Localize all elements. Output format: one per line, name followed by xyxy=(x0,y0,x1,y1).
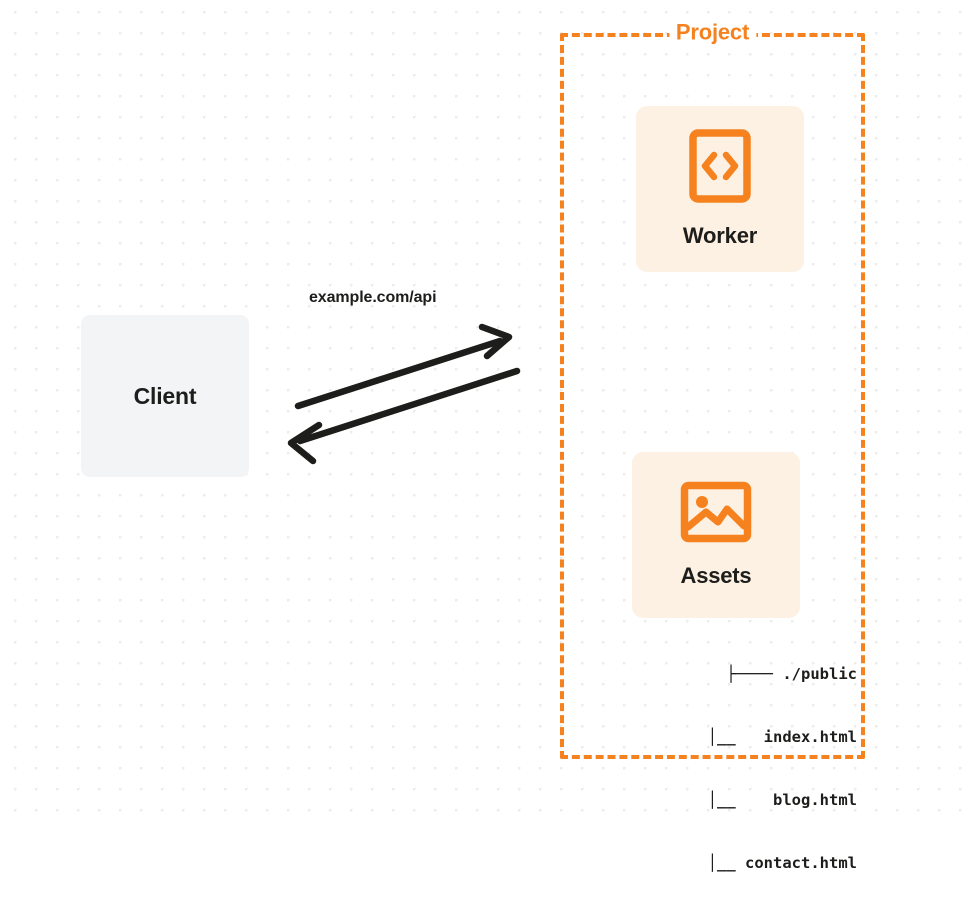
diagram-canvas: Client example.com/api Project W xyxy=(0,0,980,872)
file-tree-line: │__ index.html xyxy=(707,728,857,746)
connection-label: example.com/api xyxy=(309,289,437,306)
file-tree-line: ├──── ./public xyxy=(726,665,857,683)
worker-card-label: Worker xyxy=(682,223,758,248)
request-arrow xyxy=(294,323,513,410)
worker-card[interactable]: Worker xyxy=(636,106,804,272)
project-title: Project xyxy=(668,19,757,46)
file-tree-line: │__ blog.html xyxy=(707,791,857,809)
assets-card[interactable]: Assets xyxy=(632,452,800,618)
project-container: Project Worker Assets xyxy=(560,19,865,872)
client-label: Client xyxy=(133,382,197,409)
assets-card-label: Assets xyxy=(680,563,752,588)
code-brackets-icon xyxy=(689,129,751,203)
response-arrow xyxy=(287,367,521,465)
file-tree-line: │__ contact.html xyxy=(707,854,857,872)
assets-file-tree: ├──── ./public │__ index.html │__ blog.h… xyxy=(612,622,857,916)
client-node[interactable]: Client xyxy=(81,315,249,477)
image-icon xyxy=(680,481,752,543)
